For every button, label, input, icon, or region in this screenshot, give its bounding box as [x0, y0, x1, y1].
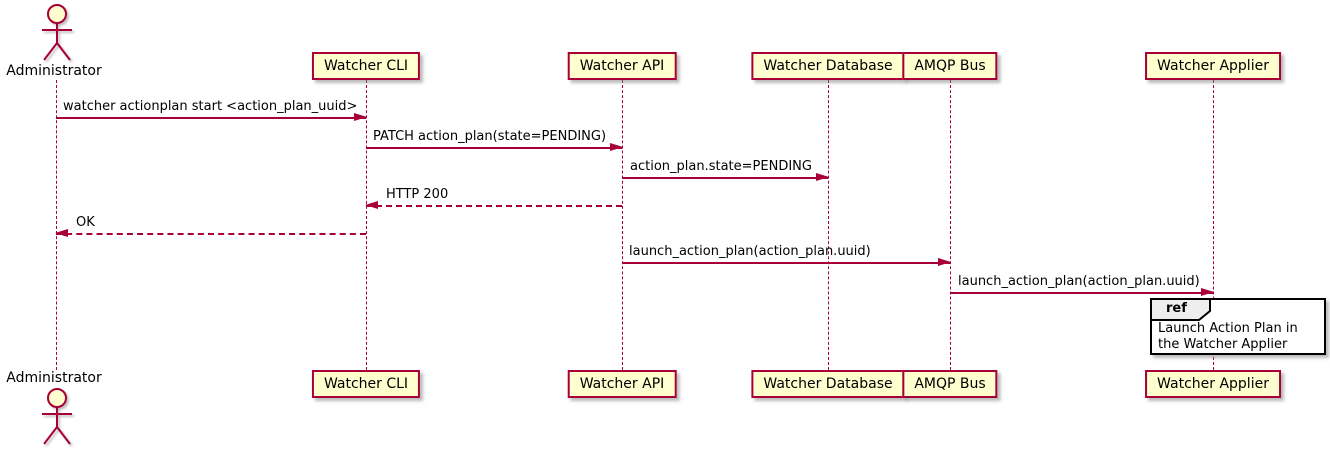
participant-watcher-database-bottom: Watcher Database: [751, 370, 905, 398]
lifeline-administrator: [56, 80, 57, 370]
message-line: [622, 262, 950, 264]
actor-figure-icon: [42, 388, 72, 445]
actor-figure-icon: [42, 4, 72, 61]
message-label: PATCH action_plan(state=PENDING): [373, 129, 607, 144]
participant-watcher-api-bottom: Watcher API: [567, 370, 677, 398]
arrowhead-left-icon: [365, 201, 378, 209]
message-label: action_plan.state=PENDING: [630, 159, 812, 174]
ref-fragment: ref Launch Action Plan in the Watcher Ap…: [1150, 298, 1326, 355]
message-label: launch_action_plan(action_plan.uuid): [958, 274, 1200, 289]
arrowhead-right-icon: [938, 258, 951, 266]
message-line: [56, 233, 366, 235]
actor-name-bottom: Administrator: [6, 370, 102, 386]
message-label: OK: [76, 215, 95, 230]
message-label: HTTP 200: [386, 187, 449, 202]
actor-name-top: Administrator: [6, 63, 102, 79]
participant-watcher-cli-top: Watcher CLI: [311, 52, 421, 80]
message-line: [622, 177, 828, 179]
ref-keyword: ref: [1166, 301, 1187, 316]
participant-watcher-api-top: Watcher API: [567, 52, 677, 80]
message-line: [950, 292, 1213, 294]
participant-watcher-applier-bottom: Watcher Applier: [1145, 370, 1281, 398]
ref-text: Launch Action Plan in the Watcher Applie…: [1158, 321, 1298, 352]
message-line: [366, 147, 622, 149]
arrowhead-left-icon: [55, 229, 68, 237]
message-line: [56, 117, 366, 119]
participant-watcher-database-top: Watcher Database: [751, 52, 905, 80]
participant-watcher-cli-bottom: Watcher CLI: [311, 370, 421, 398]
arrowhead-right-icon: [1201, 288, 1214, 296]
message-label: watcher actionplan start <action_plan_uu…: [63, 99, 358, 114]
participant-amqp-bus-bottom: AMQP Bus: [902, 370, 998, 398]
message-label: launch_action_plan(action_plan.uuid): [629, 244, 871, 259]
participant-amqp-bus-top: AMQP Bus: [902, 52, 998, 80]
ref-tab-icon: [1150, 298, 1211, 321]
arrowhead-right-icon: [354, 113, 367, 121]
lifeline-amqp-bus: [950, 80, 951, 370]
participant-watcher-applier-top: Watcher Applier: [1145, 52, 1281, 80]
lifeline-watcher-api: [622, 80, 623, 370]
arrowhead-right-icon: [816, 173, 829, 181]
arrowhead-right-icon: [610, 143, 623, 151]
message-line: [366, 205, 622, 207]
lifeline-watcher-database: [828, 80, 829, 370]
lifeline-watcher-cli: [366, 80, 367, 370]
lifeline-watcher-applier: [1213, 80, 1214, 370]
